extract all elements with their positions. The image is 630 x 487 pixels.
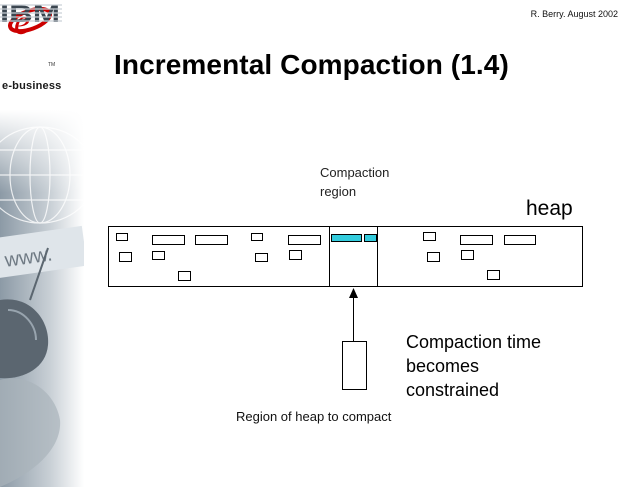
heap-object	[461, 250, 474, 260]
heap-object	[427, 252, 440, 262]
compaction-region-label-line-2: region	[320, 184, 357, 199]
heap-object	[152, 251, 165, 260]
compaction-region-label-line-1: Compaction	[320, 165, 390, 180]
constraint-note-line-2: becomes	[406, 356, 480, 376]
compaction-region-label: Compaction region	[320, 163, 440, 201]
heap-object	[504, 235, 536, 245]
e-business-tagline: e-business	[2, 80, 62, 92]
compacted-object	[331, 234, 362, 242]
heap-object	[289, 250, 302, 260]
page-title: Incremental Compaction (1.4)	[114, 49, 509, 80]
heap-object	[487, 270, 500, 280]
compact-region-note: Region of heap to compact	[236, 409, 392, 424]
heap-object	[251, 233, 263, 241]
trademark-mark: TM	[48, 62, 56, 68]
heap-object	[288, 235, 321, 245]
author-date: R. Berry. August 2002	[530, 9, 618, 19]
heap-object	[195, 235, 228, 245]
heap-object	[152, 235, 185, 245]
compacted-object	[364, 234, 377, 242]
heap-object	[119, 252, 132, 262]
logo-letter: e	[14, 2, 30, 42]
ibm-logo-icon: IBM	[0, 1, 62, 26]
heap-label: heap	[526, 197, 573, 220]
heap-object	[255, 253, 268, 262]
heap-object	[178, 271, 191, 281]
pointer-arrow-head-icon	[349, 288, 358, 298]
heap-object	[460, 235, 493, 245]
constraint-note-line-3: constrained	[406, 380, 500, 400]
sidebar-artwork: www.	[0, 110, 84, 487]
constraint-note: Compaction time becomes constrained	[406, 330, 606, 402]
decorative-sidebar: www. e TM e-business IBM	[0, 0, 84, 487]
heap-object	[423, 232, 436, 241]
compact-region-box	[342, 341, 367, 390]
heap-object	[116, 233, 128, 241]
constraint-note-line-1: Compaction time	[406, 332, 542, 352]
